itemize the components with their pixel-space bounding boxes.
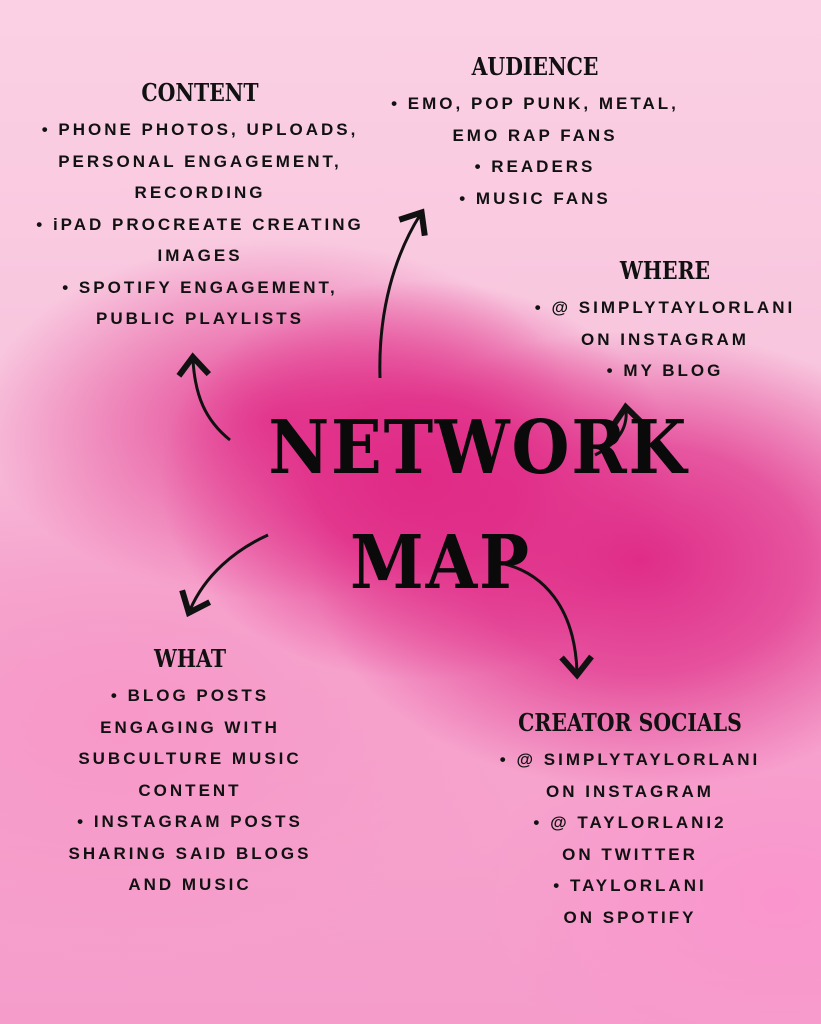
arrow-to-where [594, 402, 645, 457]
section-heading: WHAT [153, 644, 227, 673]
section-line: • BLOG POSTS [110, 686, 270, 705]
section-heading: CONTENT [141, 78, 259, 107]
section-heading: CREATOR SOCIALS [518, 708, 742, 737]
section-audience: AUDIENCE • EMO, POP PUNK, METAL, EMO RAP… [385, 52, 685, 214]
section-line: • PHONE PHOTOS, UPLOADS, [41, 120, 359, 139]
section-line: ON SPOTIFY [563, 907, 697, 927]
title-network: NETWORK [268, 405, 689, 491]
section-where: WHERE • @ SIMPLYTAYLORLANI ON INSTAGRAM … [525, 256, 805, 387]
section-line: ON INSTAGRAM [546, 781, 714, 801]
section-line: SUBCULTURE MUSIC [78, 749, 302, 768]
section-heading: WHERE [619, 256, 711, 285]
arrow-to-creator-socials [494, 560, 594, 680]
section-line: • SPOTIFY ENGAGEMENT, [62, 277, 338, 297]
section-heading: AUDIENCE [471, 52, 599, 81]
section-line: • @ SIMPLYTAYLORLANI [499, 750, 761, 769]
title-map: MAP [350, 520, 531, 606]
section-line: IMAGES [157, 246, 243, 265]
section-line: PUBLIC PLAYLISTS [96, 309, 304, 328]
section-line: ON TWITTER [562, 844, 698, 864]
arrow-to-audience [378, 208, 428, 379]
section-line: • TAYLORLANI [553, 876, 707, 895]
section-line: • iPAD PROCREATE CREATING [36, 214, 364, 234]
section-line: PERSONAL ENGAGEMENT, [58, 151, 342, 171]
section-line: CONTENT [138, 780, 242, 800]
section-line: • MUSIC FANS [459, 188, 611, 208]
section-line: EMO RAP FANS [452, 125, 618, 145]
section-what: WHAT • BLOG POSTS ENGAGING WITH SUBCULTU… [40, 644, 340, 901]
section-content: CONTENT • PHONE PHOTOS, UPLOADS, PERSONA… [0, 78, 400, 335]
section-line: ENGAGING WITH [100, 717, 280, 737]
section-line: • READERS [474, 157, 596, 176]
section-line: • MY BLOG [606, 361, 724, 380]
section-line: RECORDING [134, 183, 266, 202]
section-line: • @ TAYLORLANI2 [533, 813, 727, 832]
section-line: • @ SIMPLYTAYLORLANI [534, 298, 796, 317]
section-line: SHARING SAID BLOGS [68, 843, 312, 863]
section-line: AND MUSIC [128, 875, 252, 894]
arrow-to-content [176, 352, 231, 442]
section-line: ON INSTAGRAM [581, 329, 749, 349]
section-creator-socials: CREATOR SOCIALS • @ SIMPLYTAYLORLANI ON … [490, 708, 770, 933]
section-line: • INSTAGRAM POSTS [77, 812, 303, 831]
arrow-to-what [179, 533, 269, 618]
section-line: • EMO, POP PUNK, METAL, [391, 94, 679, 113]
